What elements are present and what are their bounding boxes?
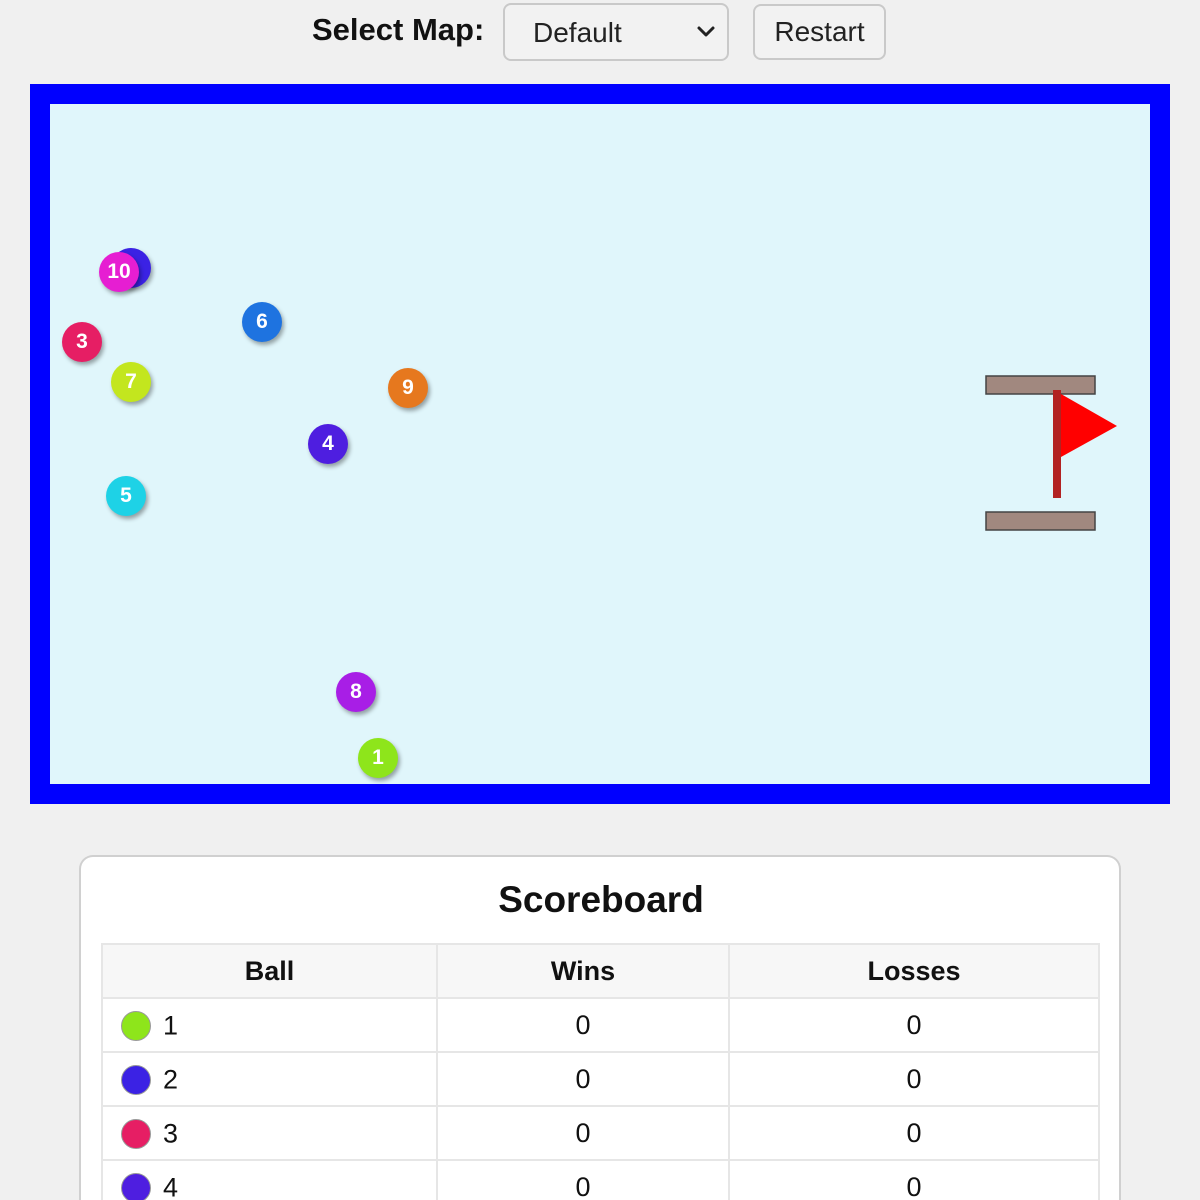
- wins-cell: 0: [436, 1159, 730, 1200]
- scoreboard-table: Ball Wins Losses 1 0 0 2 0 0: [101, 943, 1100, 1200]
- scoreboard-panel: Scoreboard Ball Wins Losses 1 0 0 2 0: [79, 855, 1121, 1200]
- ball-color-dot: [121, 1118, 151, 1149]
- controls-bar: Select Map: Default Restart: [0, 0, 1200, 70]
- table-header-row: Ball Wins Losses: [101, 943, 1100, 999]
- ball-10: 10: [99, 252, 139, 292]
- ball-cell: 1: [101, 997, 438, 1053]
- table-row: 1 0 0: [101, 997, 1100, 1053]
- goal-top-bar: [985, 375, 1096, 395]
- ball-color-dot: [121, 1010, 151, 1041]
- restart-button[interactable]: Restart: [753, 4, 886, 60]
- goal-area: [985, 375, 1117, 531]
- ball-6: 6: [242, 302, 282, 342]
- map-select[interactable]: Default: [503, 3, 729, 61]
- ball-4: 4: [308, 424, 348, 464]
- losses-cell: 0: [728, 1105, 1100, 1161]
- column-header-ball: Ball: [101, 943, 438, 999]
- ball-5: 5: [106, 476, 146, 516]
- ball-cell: 3: [101, 1105, 438, 1161]
- ball-number: 4: [163, 1172, 179, 1200]
- ball-color-dot: [121, 1064, 151, 1095]
- wins-cell: 0: [436, 1105, 730, 1161]
- goal-bottom-bar: [985, 511, 1096, 531]
- wins-cell: 0: [436, 997, 730, 1053]
- ball-3: 3: [62, 322, 102, 362]
- ball-7: 7: [111, 362, 151, 402]
- losses-cell: 0: [728, 1051, 1100, 1107]
- table-row: 2 0 0: [101, 1051, 1100, 1107]
- select-map-label: Select Map:: [312, 12, 485, 47]
- losses-cell: 0: [728, 1159, 1100, 1200]
- flag-icon: [1061, 394, 1117, 457]
- ball-number: 2: [163, 1064, 179, 1095]
- game-arena[interactable]: 10 6 3 7 9 4 5 8 1: [30, 84, 1170, 804]
- table-row: 4 0 0: [101, 1159, 1100, 1200]
- flag-pole: [1053, 390, 1061, 498]
- ball-number: 3: [163, 1118, 179, 1149]
- losses-cell: 0: [728, 997, 1100, 1053]
- column-header-wins: Wins: [436, 943, 730, 999]
- ball-cell: 2: [101, 1051, 438, 1107]
- chevron-down-icon: [697, 26, 715, 37]
- ball-number: 1: [163, 1010, 179, 1041]
- ball-1: 1: [358, 738, 398, 778]
- column-header-losses: Losses: [728, 943, 1100, 999]
- wins-cell: 0: [436, 1051, 730, 1107]
- scoreboard-title: Scoreboard: [498, 879, 704, 920]
- ball-9: 9: [388, 368, 428, 408]
- ball-color-dot: [121, 1172, 151, 1200]
- table-row: 3 0 0: [101, 1105, 1100, 1161]
- map-select-value: Default: [533, 17, 622, 48]
- ball-8: 8: [336, 672, 376, 712]
- ball-cell: 4: [101, 1159, 438, 1200]
